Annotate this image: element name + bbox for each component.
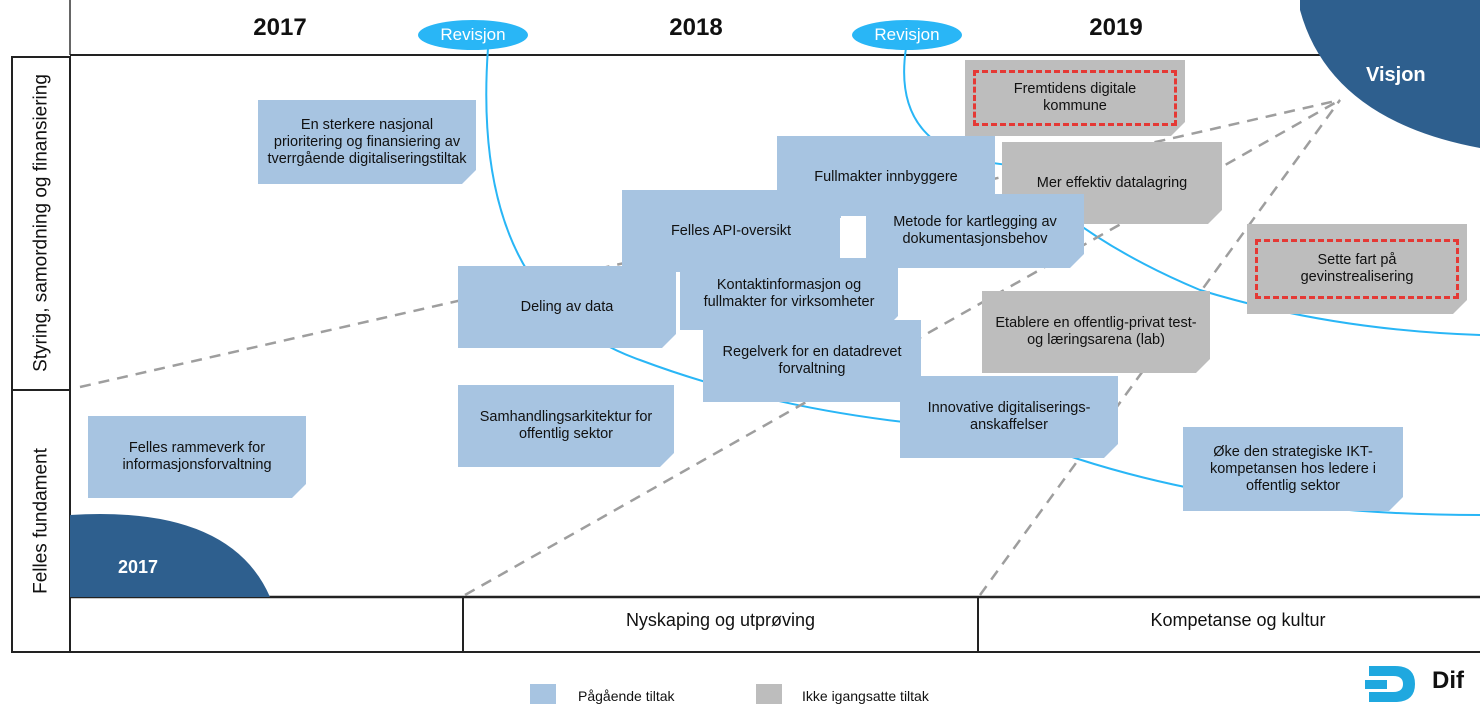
box-deling-av-data: Deling av data [458,266,676,348]
legend-swatch-ongoing [530,684,556,704]
box-sette-fart: Sette fart på gevinstrealisering [1255,239,1459,299]
box-fremtidens-kommune-container: Fremtidens digitale kommune [965,60,1185,136]
difi-logo-icon [1365,666,1415,702]
box-etablere-lab: Etablere en offentlig-privat test- og læ… [982,291,1210,373]
box-ikt-kompetanse: Øke den strategiske IKT-kompetansen hos … [1183,427,1403,511]
vision-label: Visjon [1366,64,1426,86]
logo-text: Dif [1432,667,1464,694]
box-regelverk: Regelverk for en datadrevet forvaltning [703,320,921,402]
white-gap [841,216,867,250]
start-corner-shape [70,514,270,597]
legend-ongoing: Pågående tiltak [578,688,675,704]
box-sette-fart-container: Sette fart på gevinstrealisering [1247,224,1467,314]
start-year-label: 2017 [118,557,159,577]
box-samhandlingsarkitektur: Samhandlingsarkitektur for offentlig sek… [458,385,674,467]
revision-2018: Revisjon [418,20,528,50]
legend-swatch-not-started [756,684,782,704]
legend-not-started: Ikke igangsatte tiltak [802,688,929,704]
section-kompetanse: Kompetanse og kultur [1150,610,1326,630]
box-metode: Metode for kartlegging av dokumentasjons… [866,194,1084,268]
revision-2019: Revisjon [852,20,962,50]
year-2017-header: 2017 [253,14,307,41]
row-label-governance: Styring, samordning og finansiering [30,74,52,372]
box-kontaktinformasjon: Kontaktinformasjon og fullmakter for vir… [680,258,898,330]
curve-2019 [903,47,1480,336]
box-innovative-anskaffelser: Innovative digitaliserings-anskaffelser [900,376,1118,458]
year-2018-header: 2018 [669,14,723,41]
box-felles-rammeverk: Felles rammeverk for informasjonsforvalt… [88,416,306,498]
box-nasjonal-prioritering: En sterkere nasjonal prioritering og fin… [258,100,476,184]
box-fremtidens-kommune: Fremtidens digitale kommune [973,70,1177,126]
vision-shape [1300,0,1480,148]
year-2019-header: 2019 [1089,14,1143,41]
section-nyskaping: Nyskaping og utprøving [625,610,816,630]
row-label-foundation: Felles fundament [30,448,52,594]
